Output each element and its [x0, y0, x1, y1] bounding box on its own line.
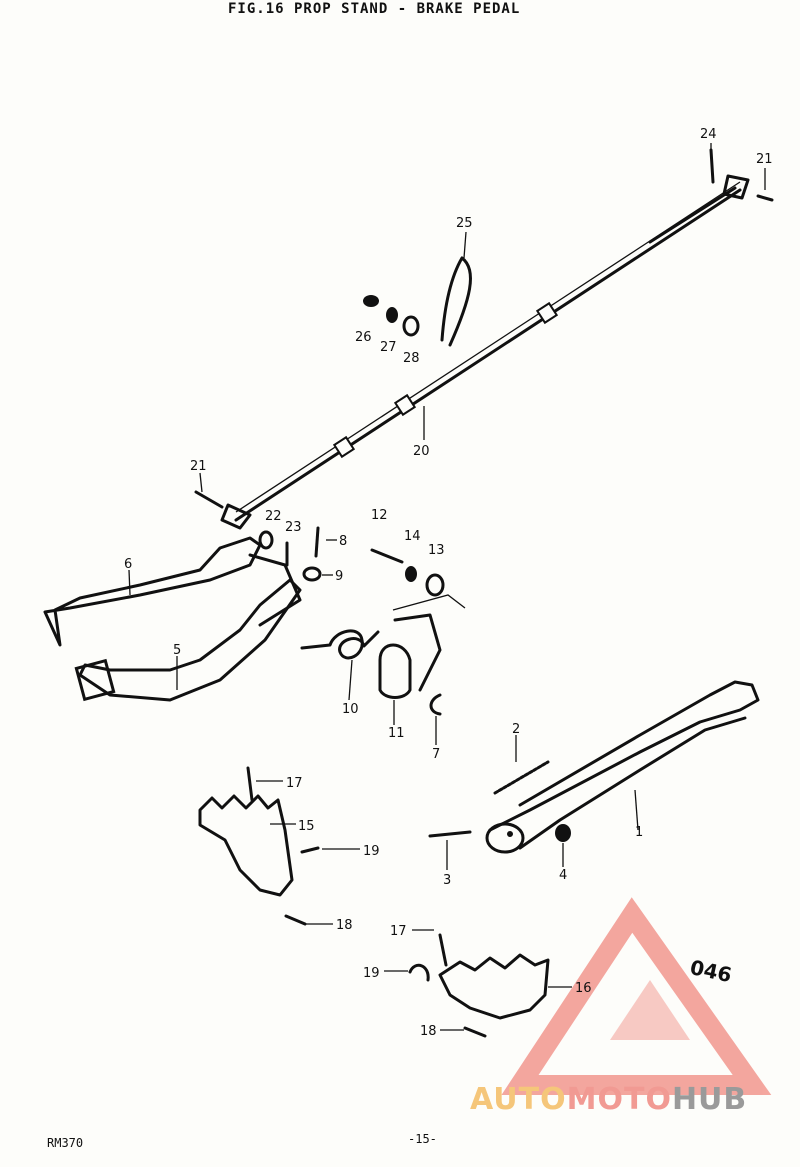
circlip [429, 693, 442, 716]
label-26: 26 [355, 330, 372, 345]
washer-13 [425, 573, 445, 597]
label-1: 1 [635, 825, 643, 840]
bolt-26 [363, 295, 379, 307]
footrest-right [438, 933, 550, 1020]
label-27: 27 [380, 340, 397, 355]
label-5: 5 [173, 643, 181, 658]
label-20: 20 [413, 444, 430, 459]
brake-pedal [43, 536, 302, 702]
label-18b: 18 [420, 1024, 437, 1039]
label-22: 22 [265, 509, 282, 524]
label-7: 7 [432, 747, 440, 762]
label-8: 8 [339, 534, 347, 549]
spring-19-lower [408, 963, 430, 982]
pin-18-lower [463, 1026, 487, 1038]
label-21b: 21 [756, 152, 773, 167]
bolt-8 [314, 526, 320, 558]
label-12: 12 [371, 508, 388, 523]
label-11: 11 [388, 726, 405, 741]
label-21a: 21 [190, 459, 207, 474]
label-19b: 19 [363, 966, 380, 981]
label-6: 6 [124, 557, 132, 572]
label-25: 25 [456, 216, 473, 231]
label-15: 15 [298, 819, 315, 834]
label-17a: 17 [286, 776, 303, 791]
brand-auto: AUTO [470, 1082, 567, 1117]
pivot-holder [378, 613, 442, 699]
return-spring [300, 629, 380, 660]
nut-4 [555, 824, 571, 842]
label-19a: 19 [363, 844, 380, 859]
label-3: 3 [443, 873, 451, 888]
stand-spring [493, 760, 550, 795]
label-9: 9 [335, 569, 343, 584]
washer-27 [386, 307, 398, 323]
prop-stand [485, 680, 760, 854]
footrest-left [198, 766, 294, 897]
spring-19-upper [300, 846, 320, 854]
label-14: 14 [404, 529, 421, 544]
washer-22 [258, 530, 274, 550]
page-number: -15- [408, 1132, 437, 1146]
rod-clip [440, 256, 473, 347]
brake-rod [220, 174, 750, 530]
label-23: 23 [285, 520, 302, 535]
label-24: 24 [700, 127, 717, 142]
bolt-12 [370, 548, 404, 564]
watermark-logo [501, 897, 772, 1095]
leader-lines [128, 143, 766, 1031]
part-labels: 1 2 3 4 5 6 7 8 9 10 11 12 13 14 15 16 1… [124, 127, 773, 1039]
label-28: 28 [403, 351, 420, 366]
washer-14 [405, 566, 417, 582]
label-2: 2 [512, 722, 520, 737]
label-13: 13 [428, 543, 445, 558]
bolt-21-lower [194, 490, 224, 509]
watermark-brand: AUTOMOTOHUB [470, 1082, 747, 1117]
bolt-3 [428, 830, 472, 838]
pin-18-upper [284, 914, 307, 926]
washer-28 [402, 315, 420, 337]
nut-9 [302, 566, 322, 582]
bolt-21-upper [756, 194, 774, 202]
brand-moto: MOTO [566, 1082, 672, 1117]
label-4: 4 [559, 868, 567, 883]
brand-hub: HUB [671, 1082, 748, 1117]
label-10: 10 [342, 702, 359, 717]
figure-title: FIG.16 PROP STAND - BRAKE PEDAL [228, 1, 521, 17]
label-17b: 17 [390, 924, 407, 939]
label-16: 16 [575, 981, 592, 996]
pin-24 [709, 148, 715, 184]
model-code: RM370 [47, 1136, 84, 1150]
label-18a: 18 [336, 918, 353, 933]
